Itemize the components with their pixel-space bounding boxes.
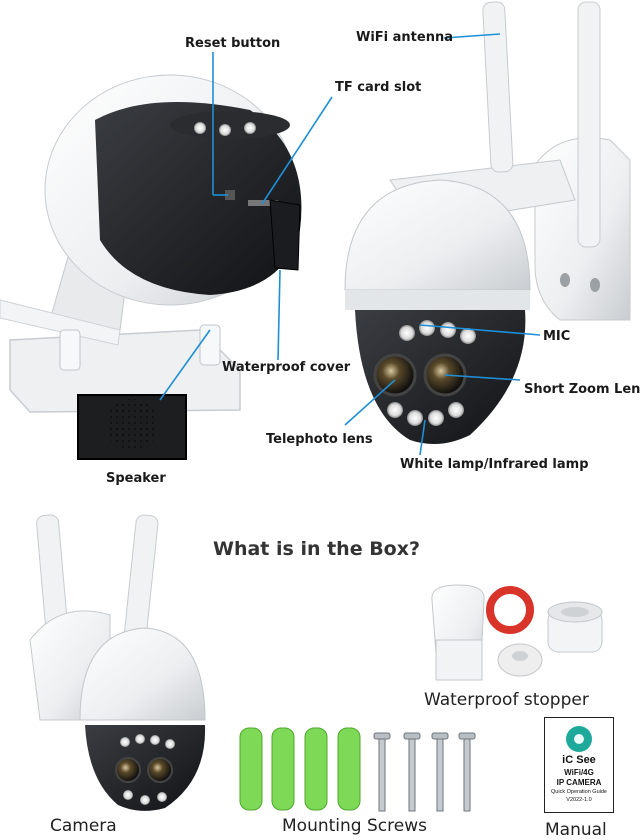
rear-camera-view bbox=[0, 74, 302, 413]
callout-speaker: Speaker bbox=[106, 471, 166, 486]
manual-line2: IP CAMERA bbox=[556, 778, 602, 787]
callout-reset-button: Reset button bbox=[185, 36, 281, 51]
box-heading: What is in the Box? bbox=[213, 538, 421, 560]
callout-short-zoom-lens: Short Zoom Lens bbox=[524, 382, 640, 397]
caption-camera: Camera bbox=[50, 816, 117, 836]
callout-mic: MIC bbox=[543, 329, 571, 344]
callout-tf-card-slot: TF card slot bbox=[335, 80, 422, 95]
speaker-inset bbox=[77, 394, 187, 460]
callout-waterproof-cover: Waterproof cover bbox=[222, 360, 351, 375]
callout-wifi-antenna: WiFi antenna bbox=[356, 30, 453, 45]
callout-white-lamp: White lamp/Infrared lamp bbox=[400, 457, 589, 472]
manual-booklet: iC See WiFi/4G IP CAMERA Quick Operation… bbox=[544, 717, 614, 813]
manual-logo-icon bbox=[566, 726, 592, 752]
manual-version: V2022-1.0 bbox=[566, 797, 592, 803]
caption-mounting-screws: Mounting Screws bbox=[282, 816, 427, 836]
front-camera-view bbox=[344, 1, 631, 444]
callout-lines bbox=[159, 33, 541, 456]
manual-brand: iC See bbox=[562, 754, 596, 766]
box-camera-image bbox=[29, 514, 206, 811]
caption-manual: Manual bbox=[545, 820, 607, 840]
caption-waterproof-stopper: Waterproof stopper bbox=[424, 690, 589, 710]
screws-image bbox=[373, 732, 476, 812]
manual-line1: WiFi/4G bbox=[564, 768, 594, 777]
waterproof-stopper-image bbox=[431, 584, 603, 681]
wall-plugs-image bbox=[239, 727, 361, 811]
manual-line3: Quick Operation Guide bbox=[551, 789, 607, 795]
callout-telephoto-lens: Telephoto lens bbox=[266, 432, 373, 447]
